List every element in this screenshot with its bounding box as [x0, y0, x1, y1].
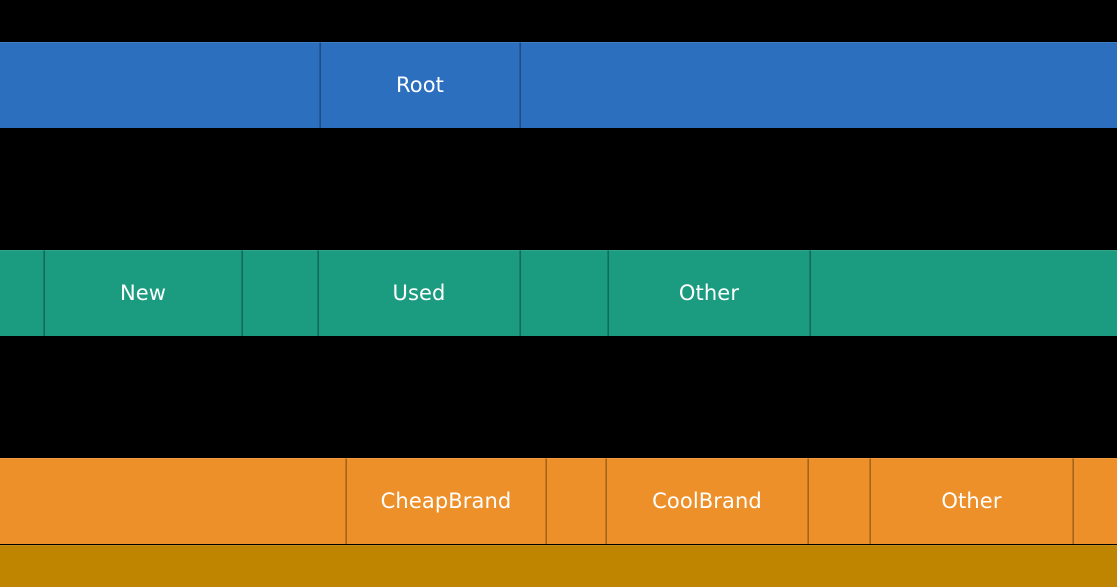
- icicle-node-label: CoolBrand: [652, 489, 762, 513]
- icicle-node-label: Other: [678, 281, 740, 305]
- icicle-node-unlabeled[interactable]: [0, 458, 346, 544]
- icicle-node-unlabeled[interactable]: [520, 250, 608, 336]
- icicle-node-other[interactable]: Other: [608, 250, 810, 336]
- icicle-node-label: New: [119, 281, 167, 305]
- icicle-node-label: Used: [392, 281, 446, 305]
- icicle-node-label: Root: [396, 73, 444, 97]
- icicle-level-condition-level: New Used Other: [0, 250, 1117, 336]
- icicle-node-unlabeled[interactable]: [1073, 458, 1117, 544]
- icicle-node-root[interactable]: Root: [320, 42, 520, 128]
- icicle-node-unlabeled[interactable]: [0, 42, 320, 128]
- icicle-node-unlabeled[interactable]: [0, 250, 44, 336]
- icicle-node-unlabeled[interactable]: [808, 458, 870, 544]
- icicle-node-label: Other: [941, 489, 1002, 513]
- icicle-node-other[interactable]: Other: [870, 458, 1073, 544]
- icicle-node-unlabeled[interactable]: [0, 545, 1117, 587]
- icicle-level-brand-level: CheapBrand CoolBrand Other: [0, 458, 1117, 544]
- icicle-node-unlabeled[interactable]: [520, 42, 1117, 128]
- icicle-node-used[interactable]: Used: [318, 250, 520, 336]
- icicle-node-label: CheapBrand: [380, 489, 512, 513]
- icicle-node-unlabeled[interactable]: [546, 458, 606, 544]
- icicle-node-coolbrand[interactable]: CoolBrand: [606, 458, 808, 544]
- icicle-node-unlabeled[interactable]: [242, 250, 318, 336]
- icicle-node-cheapbrand[interactable]: CheapBrand: [346, 458, 546, 544]
- icicle-level-root-level: Root: [0, 42, 1117, 128]
- icicle-level-leaf-level: [0, 545, 1117, 587]
- icicle-node-new[interactable]: New: [44, 250, 242, 336]
- icicle-node-unlabeled[interactable]: [810, 250, 1117, 336]
